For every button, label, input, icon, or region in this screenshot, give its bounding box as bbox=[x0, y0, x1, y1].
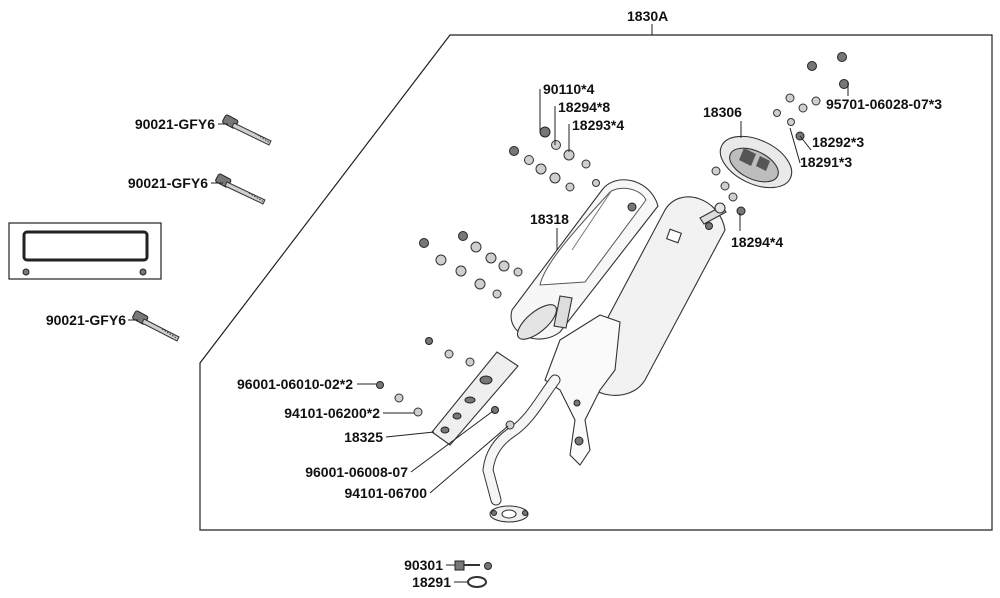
label-bolt-guard: 96001-06010-02*2 bbox=[237, 376, 353, 392]
label-bolt-top-2: 90021-GFY6 bbox=[128, 175, 208, 191]
label-collar-heat-shield: 18293*4 bbox=[572, 117, 624, 133]
label-heat-shield-main: 18318 bbox=[530, 211, 569, 227]
label-bolt-bottom: 90021-GFY6 bbox=[46, 312, 126, 328]
bolt-bottom[interactable] bbox=[132, 310, 180, 342]
stud-part[interactable] bbox=[454, 560, 492, 571]
label-stud: 90301 bbox=[404, 557, 443, 573]
end-cap-hardware[interactable] bbox=[711, 52, 849, 216]
label-washer-pipe: 94101-06700 bbox=[344, 485, 427, 501]
label-plate[interactable] bbox=[8, 222, 162, 280]
label-bolt-pipe: 96001-06008-07 bbox=[305, 464, 408, 480]
label-collar-end-cap: 18292*3 bbox=[812, 134, 864, 150]
end-cap[interactable] bbox=[712, 126, 799, 198]
leader-lines bbox=[128, 82, 849, 583]
heat-shield-hardware[interactable] bbox=[419, 126, 600, 299]
label-bolt-top-1: 90021-GFY6 bbox=[135, 116, 215, 132]
label-bolt-end-cap: 95701-06028-07*3 bbox=[826, 96, 942, 112]
label-rubber-end-cap: 18291*3 bbox=[800, 154, 852, 170]
muffler-body[interactable] bbox=[544, 196, 727, 466]
heat-guard[interactable] bbox=[431, 351, 519, 446]
label-washer-end-cap: 18294*4 bbox=[731, 234, 783, 250]
label-guard: 18325 bbox=[344, 429, 383, 445]
label-screw-heat-shield: 90110*4 bbox=[543, 81, 595, 97]
heat-shield-main[interactable] bbox=[510, 179, 659, 345]
assembly-frame bbox=[199, 34, 993, 531]
label-gasket: 18291 bbox=[412, 574, 451, 590]
bolt-top-1[interactable] bbox=[222, 114, 272, 146]
bolt-top-2[interactable] bbox=[215, 173, 266, 205]
guard-hardware[interactable] bbox=[376, 337, 515, 430]
label-washer-heat-shield: 18294*8 bbox=[558, 99, 610, 115]
label-assembly: 1830A bbox=[627, 8, 668, 24]
exhaust-pipe[interactable] bbox=[482, 374, 561, 523]
gasket-part[interactable] bbox=[467, 576, 487, 588]
label-end-cap: 18306 bbox=[703, 104, 742, 120]
label-washer-guard: 94101-06200*2 bbox=[284, 405, 380, 421]
